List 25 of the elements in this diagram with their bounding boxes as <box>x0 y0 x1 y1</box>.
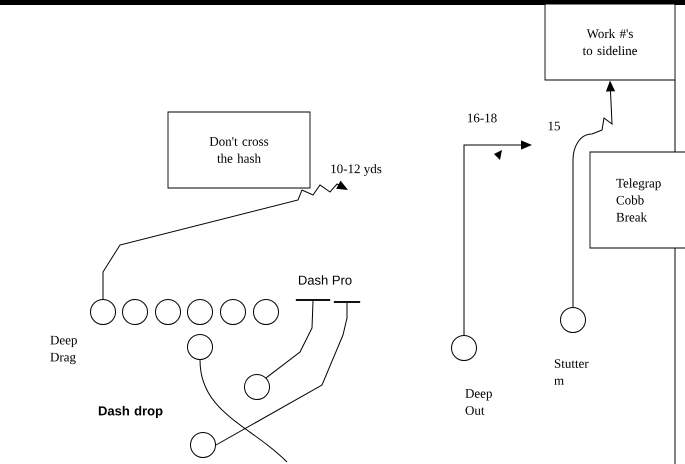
text-box: Telegrap Cobb Break <box>590 152 685 248</box>
player-label: Deep Drag <box>50 336 77 364</box>
player-circle <box>253 299 279 325</box>
edge-label: 15 <box>546 120 562 132</box>
player-circle <box>451 335 477 361</box>
player-label: Stutter m <box>554 359 589 385</box>
edge-label: 16-18 <box>466 112 498 124</box>
player-circle <box>244 374 270 400</box>
player-circle <box>560 307 586 333</box>
player-circle <box>220 299 246 325</box>
player-circle <box>122 299 148 325</box>
player-circle <box>190 432 216 458</box>
play-label: Dash Pro <box>298 275 352 285</box>
player-circle <box>187 334 213 360</box>
text-box: Work #'s to sideline <box>544 4 676 80</box>
player-circle <box>155 299 181 325</box>
player-circle <box>90 299 116 325</box>
text-box: Don't cross the hash <box>168 112 310 188</box>
player-label: Deep Out <box>465 389 492 415</box>
route-line <box>200 360 288 462</box>
player-circle <box>187 299 213 325</box>
player-label: Dash drop <box>98 406 162 418</box>
edge-label: 10-12 yds <box>329 163 383 177</box>
route-line <box>266 300 314 378</box>
route-line <box>216 302 348 446</box>
